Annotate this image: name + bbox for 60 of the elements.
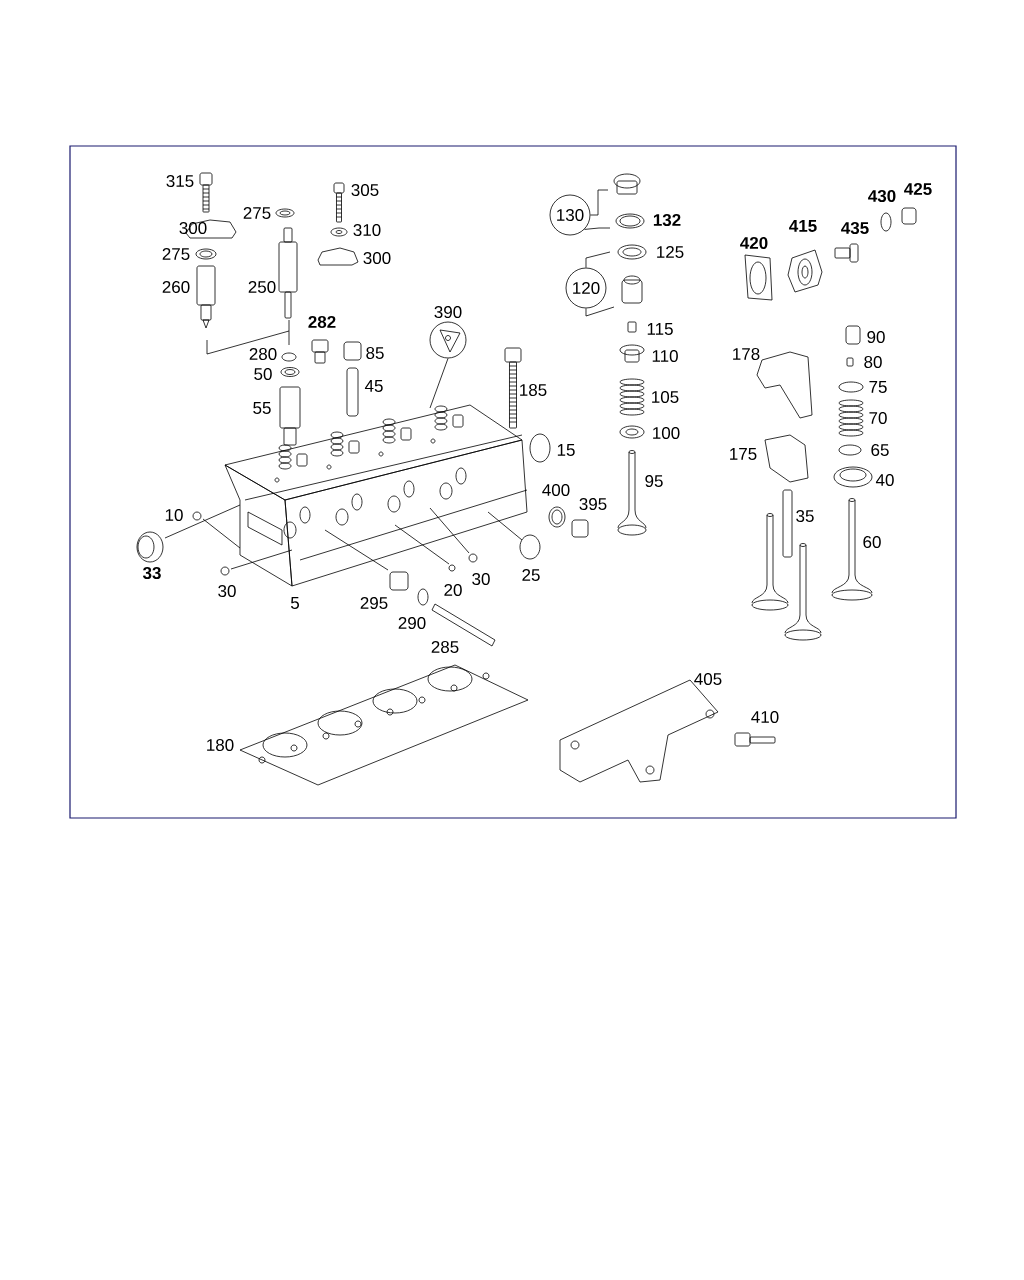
callout-number: 132	[653, 214, 681, 227]
callout-number: 105	[652, 391, 679, 404]
callout-number: 305	[351, 184, 379, 197]
callout-number: 180	[207, 739, 234, 752]
callout-number: 175	[730, 448, 757, 460]
callout-number: 15	[557, 444, 575, 456]
leader-line	[590, 189, 609, 216]
callout-number: 260	[162, 281, 190, 294]
callout-number: 280	[249, 348, 277, 361]
callout-number: 285	[431, 641, 459, 654]
callout-number: 290	[398, 617, 426, 630]
leader-line	[584, 227, 611, 230]
callout-number: 395	[579, 498, 607, 511]
callout-number: 75	[869, 381, 887, 393]
callout-number: 10	[165, 509, 183, 522]
leader-line	[429, 358, 449, 409]
callout-number: 50	[254, 368, 272, 381]
callout-number: 415	[789, 220, 817, 232]
callout-number: 30	[218, 585, 236, 598]
leader-line	[585, 306, 615, 317]
callout-number: 250	[248, 281, 276, 294]
callout-number: 65	[871, 444, 889, 457]
callout-number: 70	[869, 412, 887, 425]
leader-line	[585, 251, 611, 268]
callout-number: 300	[363, 252, 391, 265]
callout-number: 282	[308, 316, 336, 329]
callout-number: 315	[166, 175, 194, 188]
callout-number: 5	[290, 597, 299, 609]
callout-number: 425	[904, 183, 932, 196]
callout-number: 60	[863, 536, 881, 549]
callout-number: 295	[360, 597, 388, 610]
callout-number: 80	[864, 356, 882, 369]
callout-number: 20	[444, 584, 462, 597]
callout-number: 125	[657, 246, 684, 259]
node-label: 390	[434, 306, 462, 319]
callout-number: 300	[179, 222, 207, 235]
callout-number: 275	[243, 207, 271, 220]
callout-number: 95	[645, 475, 663, 488]
callout-number: 400	[542, 484, 570, 497]
callout-number: 45	[364, 380, 383, 392]
callout-number: 435	[841, 222, 869, 235]
callout-number: 85	[366, 347, 384, 360]
callout-number: 90	[867, 331, 885, 344]
callout-number: 420	[740, 237, 768, 250]
callout-number: 430	[868, 190, 896, 203]
callout-number: 185	[520, 384, 547, 397]
callout-number: 30	[472, 573, 490, 586]
callout-number: 33	[142, 567, 161, 580]
callout-number: 310	[353, 224, 381, 237]
callout-number: 110	[652, 350, 678, 363]
callout-number: 275	[162, 248, 190, 261]
callout-number: 100	[653, 427, 680, 440]
callout-number: 405	[694, 673, 722, 686]
callout-number: 115	[647, 323, 673, 335]
callout-number: 40	[875, 474, 894, 487]
callout-number: 178	[733, 348, 760, 361]
callout-number: 35	[796, 510, 814, 523]
callout-number: 25	[522, 569, 540, 582]
callout-number: 410	[751, 711, 779, 724]
callout-number: 55	[253, 402, 271, 414]
